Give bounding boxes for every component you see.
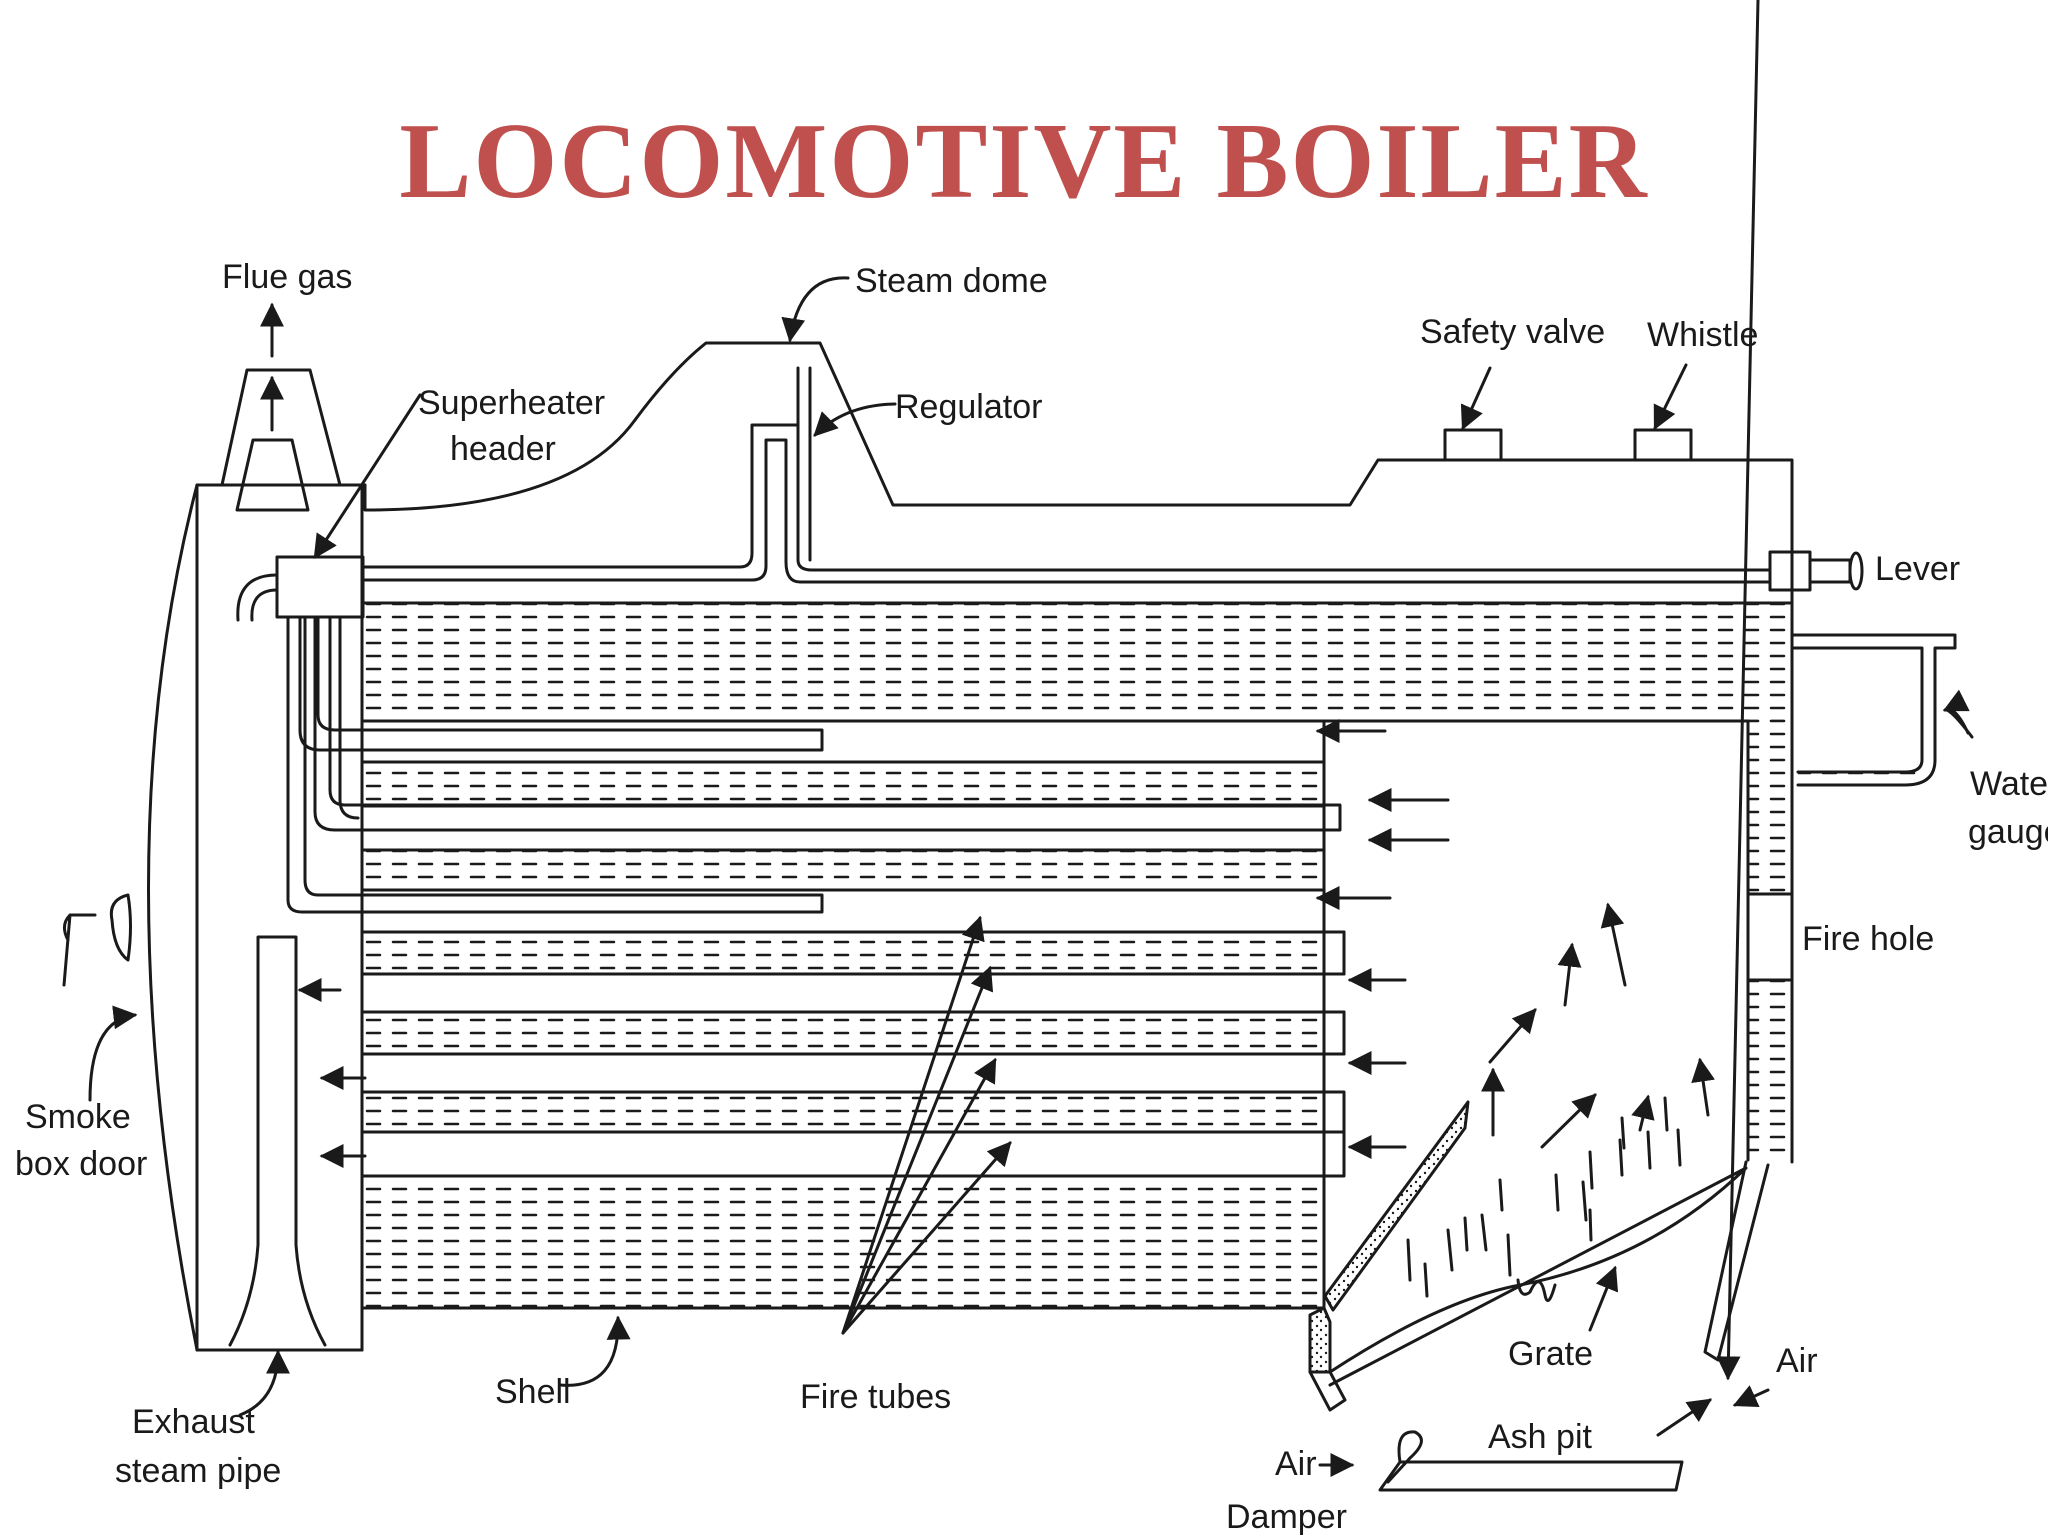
leader-lines: [88, 276, 1974, 1417]
steam-pipe: [363, 423, 1772, 572]
lever-box: [1768, 550, 1812, 592]
brick-arch: [1323, 1100, 1470, 1312]
water-band-4: [362, 1012, 1324, 1054]
flames: [1406, 1096, 1682, 1298]
water-top-zone: [362, 603, 1792, 721]
water-band-1: [362, 762, 1324, 806]
grate: [1328, 1166, 1748, 1387]
water-leg-lower: [1748, 980, 1792, 1160]
label-water-gauge-1: Water: [1970, 765, 2048, 803]
label-exhaust-steam-pipe-1: Exhaust: [132, 1403, 255, 1441]
water-zones: [362, 603, 1922, 1308]
label-water-gauge-2: gauge: [1968, 813, 2048, 851]
exhaust-steam-pipe: [228, 935, 327, 1347]
safety-valve: [1443, 428, 1503, 462]
labels: Flue gas Steam dome Safety valve Whistle…: [15, 258, 2048, 1536]
chimney: [220, 368, 342, 487]
water-band-5: [362, 1092, 1324, 1132]
label-fire-hole: Fire hole: [1802, 920, 1934, 958]
superheater-header-box: [275, 555, 365, 619]
lever-knob: [1848, 551, 1864, 591]
page-title: LOCOMOTIVE BOILER: [399, 102, 1649, 221]
label-air-right: Air: [1776, 1342, 1818, 1380]
shell-top: [363, 341, 1794, 720]
label-smoke-box-door-2: box door: [15, 1145, 147, 1183]
label-ash-pit: Ash pit: [1488, 1418, 1592, 1456]
label-flue-gas: Flue gas: [222, 258, 352, 296]
superheater-elements: [286, 615, 1342, 914]
firebox-left-wall: [1308, 1306, 1332, 1374]
fire-tubes: [360, 719, 1346, 1352]
label-superheater-header-1: Superheater: [418, 384, 605, 422]
water-gauge: [1790, 633, 1957, 787]
label-steam-dome: Steam dome: [855, 262, 1048, 300]
chimney-petticoat: [235, 438, 310, 512]
label-grate: Grate: [1508, 1335, 1593, 1373]
label-whistle: Whistle: [1647, 316, 1758, 354]
label-air-bottom: Air: [1275, 1445, 1317, 1483]
label-exhaust-steam-pipe-2: steam pipe: [115, 1452, 281, 1490]
label-shell: Shell: [495, 1373, 571, 1411]
door-handle: [62, 893, 132, 987]
label-smoke-box-door-1: Smoke: [25, 1098, 131, 1136]
boiler-shell: [236, 341, 1957, 1164]
water-band-3: [362, 932, 1324, 974]
smoke-box: [62, 302, 367, 1352]
label-safety-valve: Safety valve: [1420, 313, 1605, 351]
whistle: [1633, 428, 1693, 462]
water-leg-upper: [1748, 718, 1792, 894]
label-lever: Lever: [1875, 550, 1960, 588]
firebox: [1308, 0, 1770, 1492]
water-bottom-zone: [362, 1176, 1324, 1308]
smoke-box-door: [147, 483, 199, 1352]
label-superheater-header-2: header: [450, 430, 556, 468]
ash-pit: [1378, 1460, 1684, 1492]
firebox-right-leg: [1703, 1160, 1770, 1362]
label-damper: Damper: [1226, 1498, 1347, 1536]
label-regulator: Regulator: [895, 388, 1042, 426]
label-fire-tubes: Fire tubes: [800, 1378, 951, 1416]
water-band-2: [362, 850, 1324, 890]
damper: [1386, 1430, 1423, 1484]
